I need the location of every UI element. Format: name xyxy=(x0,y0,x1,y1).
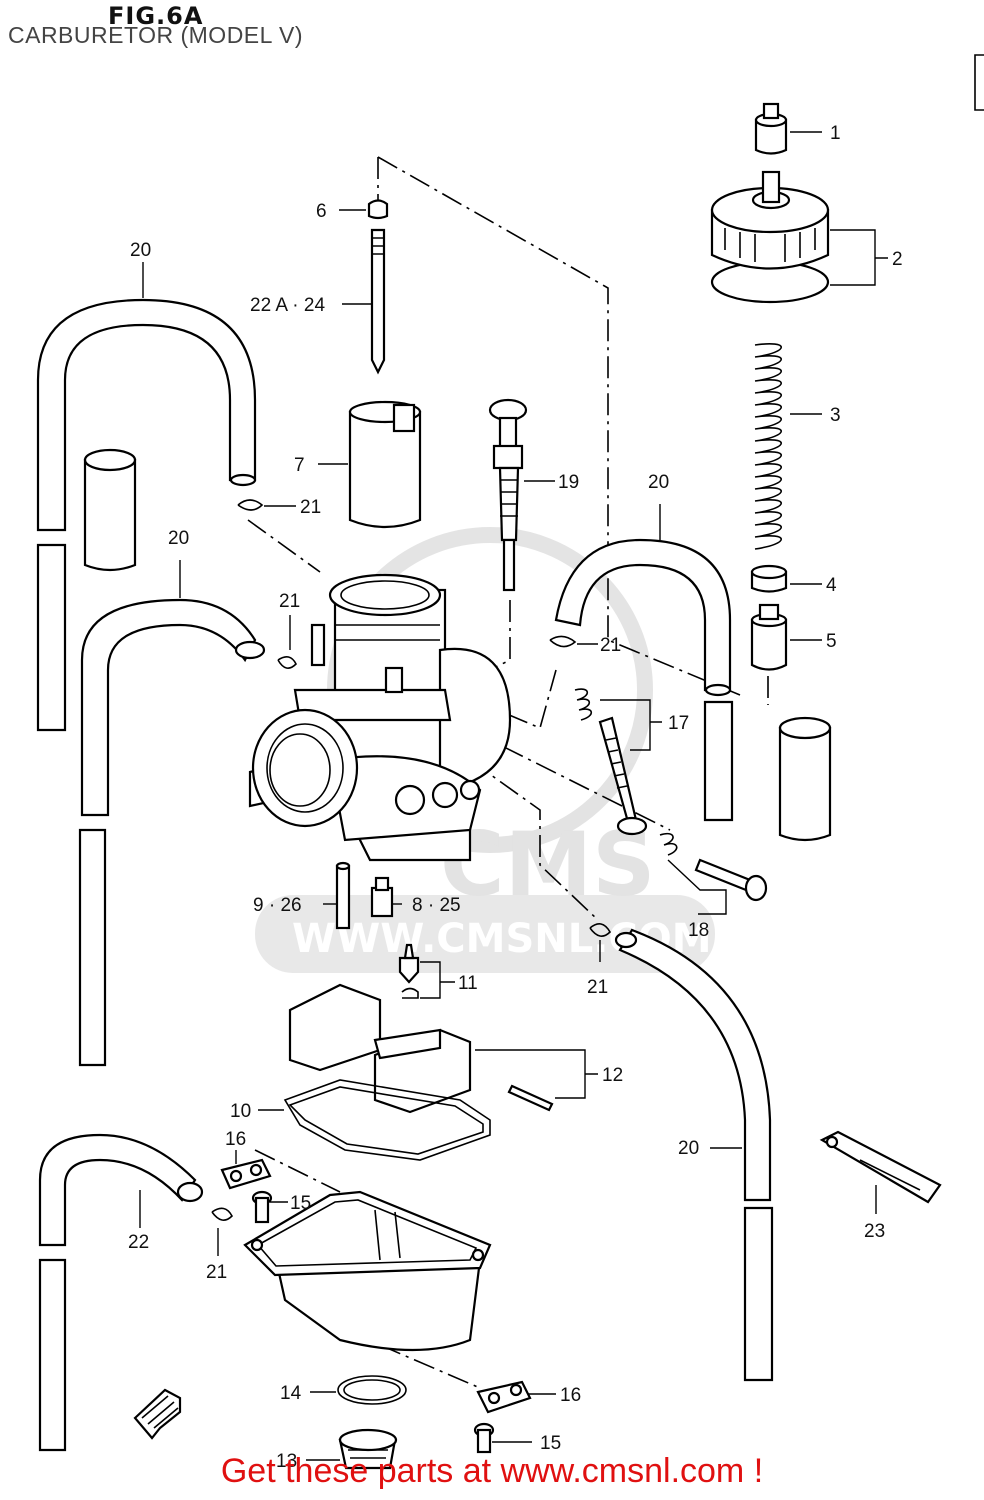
callout-3: 3 xyxy=(830,405,841,426)
carburetor-body xyxy=(248,573,512,862)
part-16-plate-upper xyxy=(220,1158,272,1190)
hose-end-cylinder-left xyxy=(83,448,137,572)
callout-21d: 21 xyxy=(587,977,608,998)
leader-17 xyxy=(600,699,662,751)
callout-16a: 16 xyxy=(225,1129,246,1150)
leader-11 xyxy=(420,961,455,999)
callout-10: 10 xyxy=(230,1101,251,1122)
callout-5: 5 xyxy=(826,631,837,652)
hose-end-cylinder-right xyxy=(778,716,832,842)
part-1-cable-adjuster-cap xyxy=(754,102,788,155)
callout-20a: 20 xyxy=(130,240,151,261)
leader-2 xyxy=(830,229,888,286)
part-4-needle-retainer xyxy=(750,564,788,593)
shop-link-banner[interactable]: Get these parts at www.cmsnl.com ! xyxy=(220,1452,764,1490)
callout-21b: 21 xyxy=(279,591,300,612)
page-edge-bracket xyxy=(974,54,984,111)
callout-20b: 20 xyxy=(168,528,189,549)
callout-19: 19 xyxy=(558,472,579,493)
part-20-hose-d xyxy=(614,928,774,1382)
part-22-hose xyxy=(38,1133,204,1452)
callout-4: 4 xyxy=(826,575,837,596)
callout-17: 17 xyxy=(668,713,689,734)
callout-9-26: 9 · 26 xyxy=(253,895,302,916)
part-19-throttle-stop-screw xyxy=(488,398,528,592)
figure-title: FIG.6A xyxy=(108,2,204,30)
part-21-clip-c xyxy=(549,635,577,648)
callout-7: 7 xyxy=(294,455,305,476)
callout-2: 2 xyxy=(892,249,903,270)
callout-labels: 1 2 3 4 5 6 22 A · 24 7 19 20 20 20 20 2… xyxy=(128,123,903,1472)
part-5-jet-needle xyxy=(750,603,788,671)
callout-16b: 16 xyxy=(560,1385,581,1406)
part-11-float-valve xyxy=(398,943,420,999)
callout-21e: 21 xyxy=(206,1262,227,1283)
part-6-needle-clip xyxy=(367,199,389,220)
front-direction-arrow xyxy=(133,1388,182,1440)
part-21-clip-b xyxy=(277,656,297,669)
part-18-air-adjust-screw xyxy=(659,832,768,902)
callout-15b: 15 xyxy=(540,1433,561,1454)
part-3-throttle-valve-spring xyxy=(754,343,783,550)
part-7-throttle-valve xyxy=(348,400,422,529)
part-9-26-main-jet xyxy=(335,861,351,930)
part-10-float-chamber-gasket xyxy=(283,1079,491,1161)
part-15-screw-lower xyxy=(473,1422,495,1454)
callout-20c: 20 xyxy=(648,472,669,493)
callout-12: 12 xyxy=(602,1065,623,1086)
part-20-hose-a xyxy=(36,298,257,732)
leader-12 xyxy=(475,1049,598,1099)
callout-1: 1 xyxy=(830,123,841,144)
callout-22: 22 xyxy=(128,1232,149,1253)
callout-20d: 20 xyxy=(678,1138,699,1159)
callout-15a: 15 xyxy=(290,1193,311,1214)
callout-14: 14 xyxy=(280,1383,302,1404)
callout-8-25: 8 · 25 xyxy=(412,895,461,916)
diagram-subtitle: CARBURETOR (MODEL V) xyxy=(8,22,303,48)
part-13-drain-plug xyxy=(338,1428,398,1470)
callout-22a-24: 22 A · 24 xyxy=(250,295,325,316)
leader-18 xyxy=(667,859,727,915)
part-2-mixing-chamber-top xyxy=(710,170,830,304)
callout-23: 23 xyxy=(864,1221,885,1242)
callout-21a: 21 xyxy=(300,497,321,518)
float-chamber-bowl xyxy=(243,1190,492,1352)
part-12-float xyxy=(288,983,554,1114)
callout-6: 6 xyxy=(316,201,327,222)
part-15-screw-upper xyxy=(251,1190,273,1224)
callout-11: 11 xyxy=(458,973,478,994)
part-20-hose-b xyxy=(78,598,266,1067)
part-8-25-pilot-jet xyxy=(370,876,394,918)
part-21-clip-a xyxy=(237,499,264,511)
part-16-plate-lower xyxy=(476,1380,532,1414)
callout-18: 18 xyxy=(688,920,709,941)
part-17-pilot-air-screw xyxy=(574,688,648,836)
part-23-hose-clamp-bracket xyxy=(819,1130,942,1204)
part-21-clip-d xyxy=(589,923,611,937)
part-14-o-ring xyxy=(337,1375,407,1405)
callout-21c: 21 xyxy=(600,635,621,656)
part-20-hose-c xyxy=(554,538,734,822)
part-22a-24-needle xyxy=(370,228,386,375)
part-21-clip-e xyxy=(211,1207,233,1221)
callout-13: 13 xyxy=(276,1451,297,1472)
